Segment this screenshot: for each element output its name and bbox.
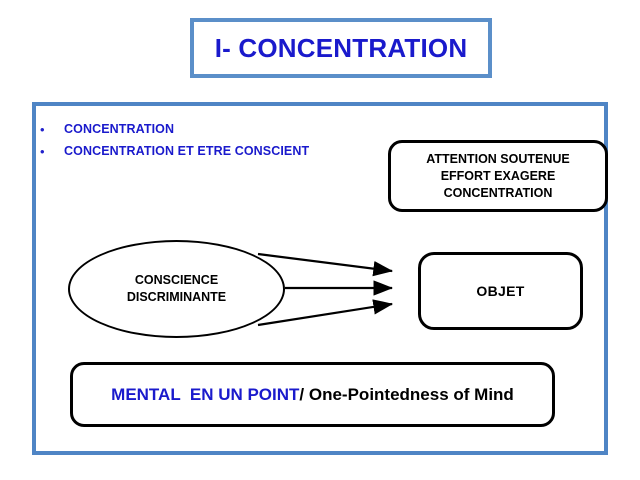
bottom-banner-text: MENTAL EN UN POINT/ One-Pointedness of M… xyxy=(111,383,514,407)
list-item-label: CONCENTRATION xyxy=(64,122,175,136)
attention-line-3: CONCENTRATION xyxy=(443,185,553,200)
attention-line-1: ATTENTION SOUTENUE xyxy=(426,151,570,166)
ellipse-line-2: DISCRIMINANTE xyxy=(126,290,227,304)
bullet-marker-icon: • xyxy=(40,144,45,159)
banner-rest-text: / One-Pointedness of Mind xyxy=(299,384,514,404)
banner-highlight-text: MENTAL EN UN POINT xyxy=(111,384,300,404)
page-title: I- CONCENTRATION xyxy=(214,32,468,63)
bullet-list: • CONCENTRATION • CONCENTRATION ET ETRE … xyxy=(40,120,390,164)
attention-callout-box: ATTENTION SOUTENUE EFFORT EXAGERE CONCEN… xyxy=(388,140,608,212)
conscience-discriminante-ellipse: CONSCIENCE DISCRIMINANTE xyxy=(68,240,285,338)
bullet-marker-icon: • xyxy=(40,122,45,137)
list-item: • CONCENTRATION xyxy=(40,120,390,139)
attention-line-2: EFFORT EXAGERE xyxy=(440,168,556,183)
slide-title-box: I- CONCENTRATION xyxy=(190,18,492,78)
objet-label: OBJET xyxy=(476,283,525,299)
objet-box: OBJET xyxy=(418,252,583,330)
list-item-label: CONCENTRATION ET ETRE CONSCIENT xyxy=(64,144,310,158)
ellipse-line-1: CONSCIENCE xyxy=(134,273,219,287)
list-item: • CONCENTRATION ET ETRE CONSCIENT xyxy=(40,142,390,161)
bottom-banner-box: MENTAL EN UN POINT/ One-Pointedness of M… xyxy=(70,362,555,427)
